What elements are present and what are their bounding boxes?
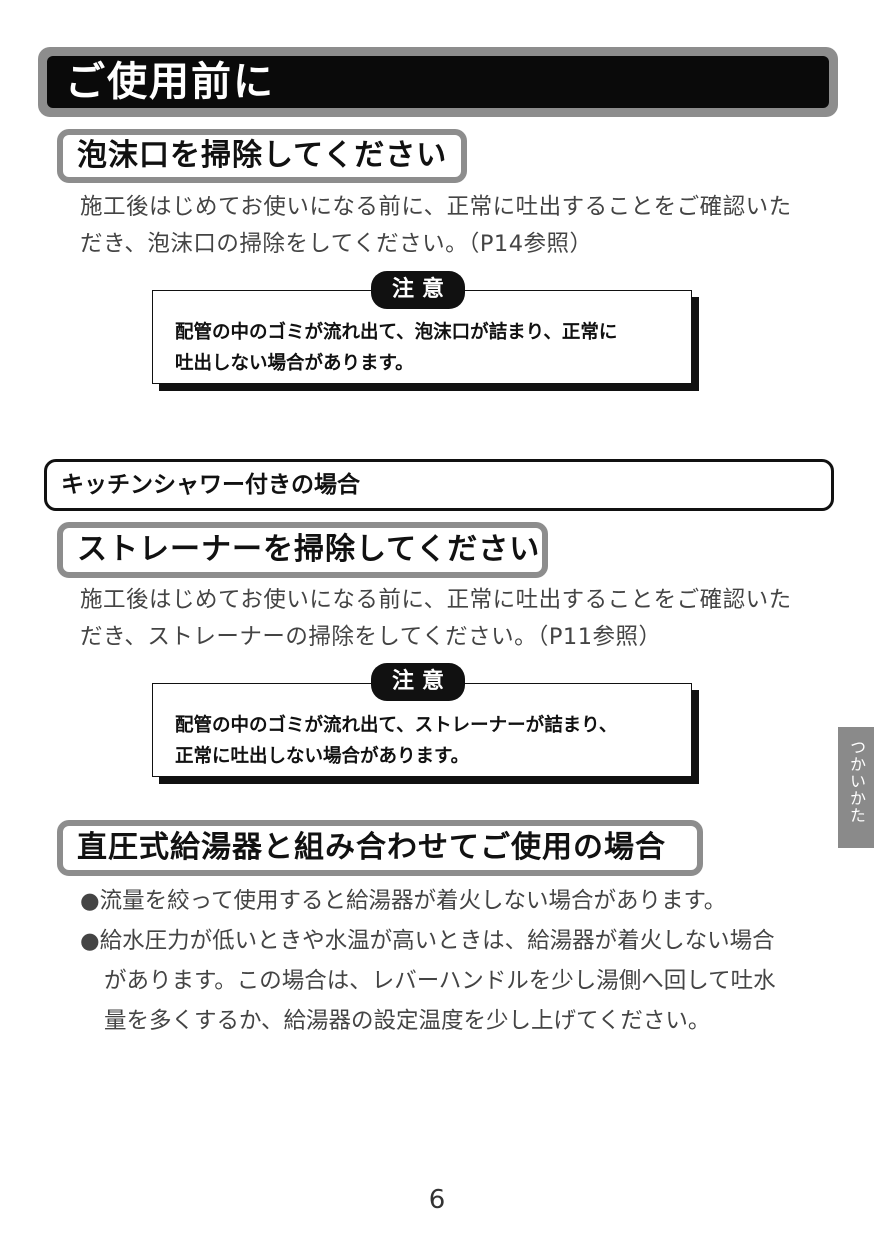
paragraph-line: だき、泡沫口の掃除をしてください。（P14参照）: [80, 231, 593, 257]
page-title-bar: ご使用前に: [38, 47, 838, 117]
section-heading-water-heater: 直圧式給湯器と組み合わせてご使用の場合: [57, 820, 703, 876]
bullet-item: ●流量を絞って使用すると給湯器が着火しない場合があります。: [80, 888, 727, 914]
caution-label: 注意: [371, 663, 465, 701]
paragraph-line: 施工後はじめてお使いになる前に、正常に吐出することをご確認いた: [80, 194, 792, 220]
section-paragraph: 施工後はじめてお使いになる前に、正常に吐出することをご確認いた だき、泡沫口の掃…: [80, 189, 792, 263]
section-heading-strainer: ストレーナーを掃除してください: [57, 522, 548, 578]
section-paragraph: 施工後はじめてお使いになる前に、正常に吐出することをご確認いた だき、ストレーナ…: [80, 582, 792, 656]
caution-text-line: 配管の中のゴミが流れ出て、ストレーナーが詰まり、: [175, 715, 618, 736]
caution-text-line: 配管の中のゴミが流れ出て、泡沫口が詰まり、正常に: [175, 322, 618, 343]
page-title: ご使用前に: [47, 56, 829, 108]
bullet-list: ●流量を絞って使用すると給湯器が着火しない場合があります。 ●給水圧力が低いとき…: [80, 881, 776, 1041]
section-heading-aerator: 泡沫口を掃除してください: [57, 129, 467, 183]
paragraph-line: だき、ストレーナーの掃除をしてください。（P11参照）: [80, 624, 662, 650]
paragraph-line: 施工後はじめてお使いになる前に、正常に吐出することをご確認いた: [80, 587, 792, 613]
side-tab-label: つかいかた: [847, 739, 866, 824]
page-number: 6: [428, 1185, 446, 1215]
bullet-item: ●給水圧力が低いときや水温が高いときは、給湯器が着火しない場合: [80, 928, 775, 954]
subsection-bar: キッチンシャワー付きの場合: [44, 459, 834, 511]
caution-label: 注意: [371, 271, 465, 309]
caution-text-line: 正常に吐出しない場合があります。: [175, 746, 470, 767]
caution-text-line: 吐出しない場合があります。: [175, 353, 414, 374]
side-index-tab[interactable]: つかいかた: [838, 727, 874, 848]
bullet-item-continuation: 量を多くするか、給湯器の設定温度を少し上げてください。: [104, 1008, 711, 1034]
bullet-item-continuation: があります。この場合は、レバーハンドルを少し湯側へ回して吐水: [104, 968, 776, 994]
